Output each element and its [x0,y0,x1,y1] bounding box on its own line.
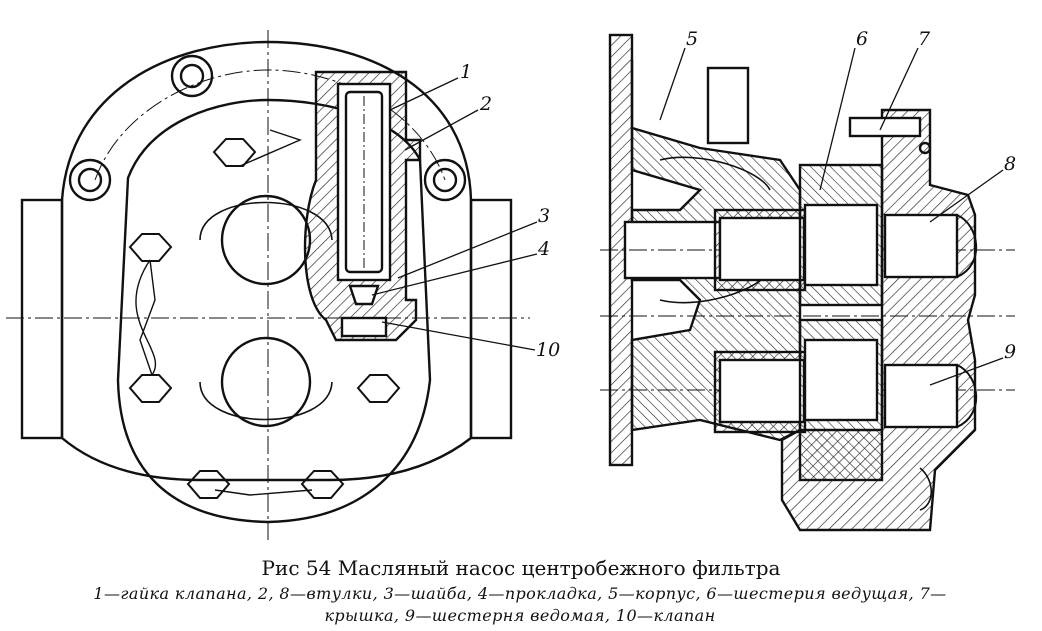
bolt-2 [128,233,173,262]
housing-body [116,98,432,524]
hole-left [68,158,112,202]
callout-9: 9 [1004,341,1016,363]
left-flange [20,198,64,440]
callout-8: 8 [1004,153,1016,175]
callout-10: 10 [536,339,560,361]
bolt-5 [186,470,231,499]
front-view [6,30,530,540]
callout-4: 4 [537,238,550,260]
lower-gear-bore [220,336,312,428]
figure-legend: 1—гайка клапана, 2, 8—втулки, 3—шайба, 4… [2,583,1038,627]
figure-title: Рис 54 Масляный насос центробежного филь… [261,556,781,580]
hole-right [423,158,467,202]
bolt-4 [356,374,401,403]
pump-drawing: 1 2 3 4 10 5 6 7 8 9 [6,28,1016,540]
callout-7: 7 [918,28,931,50]
bolt-1 [212,138,257,167]
leader-lines [371,47,1004,386]
legend-line-1: 1—гайка клапана, 2, 8—втулки, 3—шайба, 4… [93,584,947,603]
legend-line-2: крышка, 9—шестерня ведомая, 10—клапан [324,606,716,625]
mounting-flange [60,40,473,482]
valve-nut [340,316,388,338]
right-flange [469,198,513,440]
bolt-6 [300,470,345,499]
hole-top [170,54,214,98]
callout-5: 5 [686,28,698,50]
bolt-3 [128,374,173,403]
callout-1: 1 [460,61,472,83]
upper-gear-bore [220,194,312,286]
side-section [600,33,1015,532]
callout-2: 2 [479,93,492,115]
callout-6: 6 [856,28,868,50]
callout-3: 3 [538,205,550,227]
